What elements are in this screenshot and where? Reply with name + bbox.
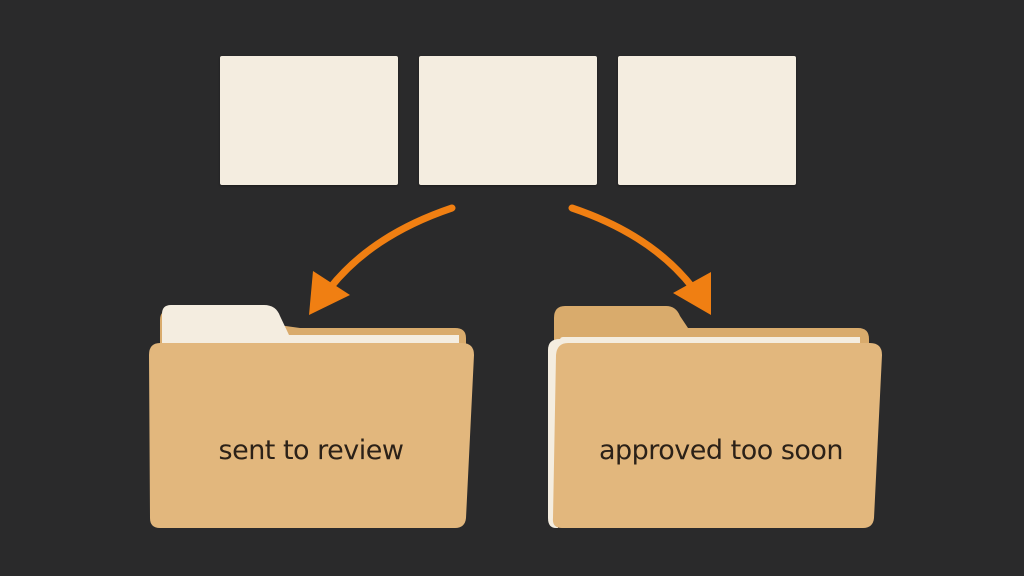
document-card-2 [419,56,597,185]
left-folder-label: sent to review [218,434,404,466]
left-folder-icon [149,305,474,528]
left-folder-front [149,343,474,528]
document-card-1 [220,56,398,185]
arrow-to-right-folder-icon [568,204,711,315]
right-folder-back [554,306,869,345]
right-folder-icon [548,306,882,528]
document-card-3 [618,56,796,185]
right-folder-label: approved too soon [598,434,844,466]
right-folder-front [552,343,882,528]
arrow-to-left-folder-icon [309,204,456,315]
left-folder-paper [162,305,459,346]
